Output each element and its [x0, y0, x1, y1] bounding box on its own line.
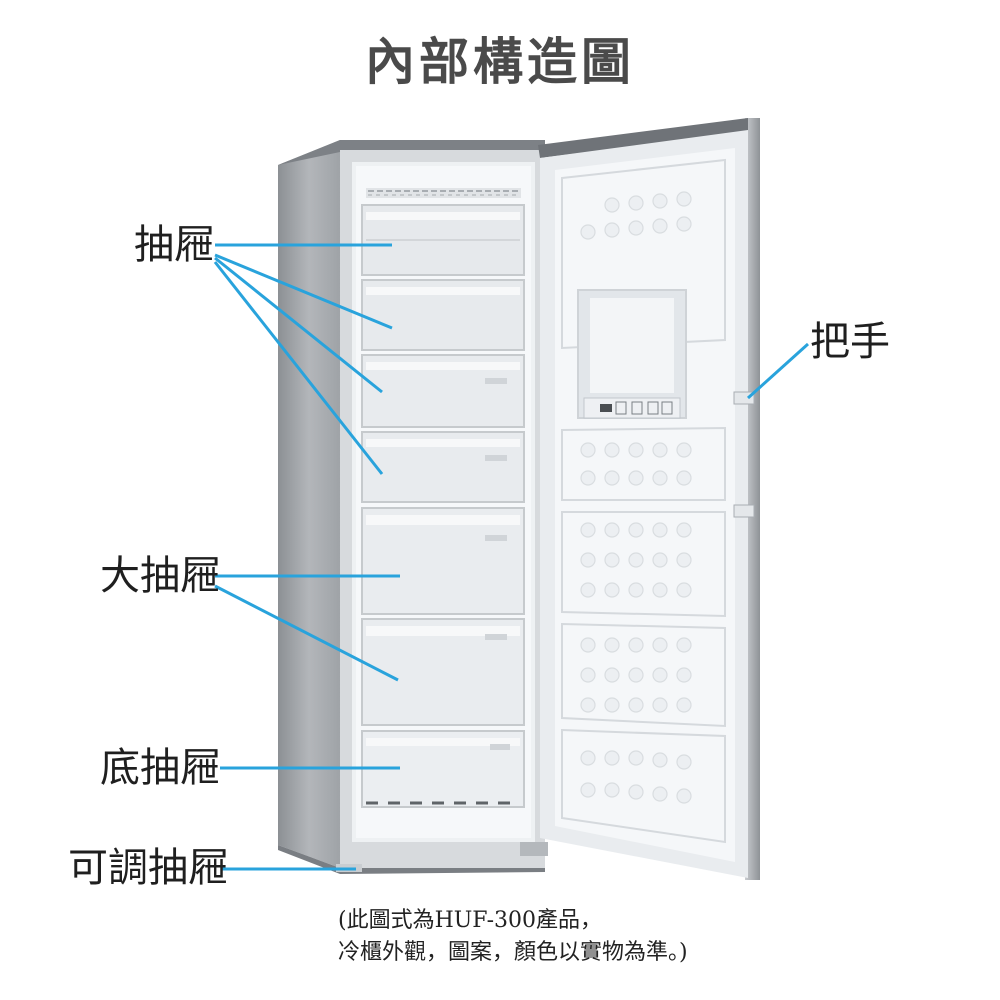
drawer-4: [362, 432, 524, 502]
footnote: (此圖式為HUF-300產品， 冷櫃外觀，圖案，顏色以實物為準。): [338, 905, 688, 969]
label-large-drawer: 大抽屜: [100, 556, 220, 596]
hinge-bottom: [520, 842, 548, 856]
drawer-2: [362, 280, 524, 350]
label-bottom-drawer: 底抽屜: [100, 748, 220, 788]
large-drawer-2: [362, 619, 524, 725]
handle-lower: [734, 505, 754, 517]
label-handle: 把手: [810, 322, 890, 362]
drawer-1: [362, 205, 524, 275]
door-control-panel: [578, 290, 686, 418]
cabinet-side-panel: [278, 140, 340, 868]
footnote-line-1: (此圖式為HUF-300產品，: [338, 905, 688, 937]
top-vent: [366, 188, 521, 198]
label-adjustable-drawer: 可調抽屜: [68, 848, 228, 888]
footnote-line-2: 冷櫃外觀，圖案，顏色以實物為準。): [338, 937, 688, 969]
drawer-3: [362, 355, 524, 427]
large-drawer-1: [362, 508, 524, 614]
label-drawer: 抽屜: [134, 225, 214, 265]
